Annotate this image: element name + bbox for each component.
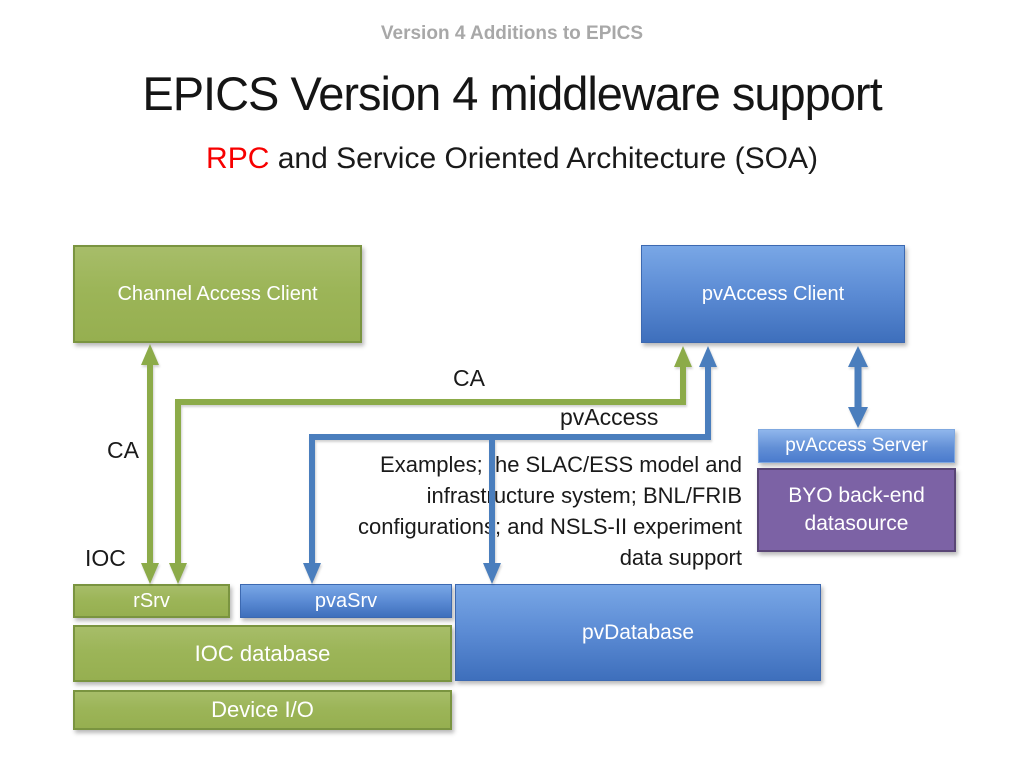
byo-backend-line2: datasource [804, 512, 909, 535]
rsrv-label: rSrv [133, 589, 170, 612]
device-io-label: Device I/O [211, 697, 314, 722]
rsrv-box: rSrv [73, 584, 230, 618]
channel-access-client-label: Channel Access Client [117, 282, 318, 305]
pvdatabase-box: pvDatabase [455, 584, 821, 681]
examples-line-3: configurations; and NSLS-II experiment [358, 514, 742, 539]
examples-line-2: infrastructure system; BNL/FRIB [426, 483, 742, 508]
subtitle-rest: and Service Oriented Architecture (SOA) [269, 142, 818, 175]
page-subtitle: RPC and Service Oriented Architecture (S… [0, 142, 1024, 176]
page-title: EPICS Version 4 middleware support [142, 67, 882, 120]
examples-line-1: Examples; the SLAC/ESS model and [380, 452, 742, 477]
ioc-database-box: IOC database [73, 625, 452, 682]
pvaccess-client-server-double-arrow [848, 346, 868, 428]
device-io-box: Device I/O [73, 690, 452, 730]
ca-client-rsrv-double-arrow [141, 344, 159, 584]
ioc-label: IOC [85, 545, 126, 571]
pvaccess-server-label: pvAccess Server [785, 435, 928, 456]
pvaccess-protocol-label: pvAccess [560, 404, 659, 430]
pvasrv-box: pvaSrv [240, 584, 452, 618]
pvaccess-client-label: pvAccess Client [701, 282, 845, 305]
byo-backend-datasource-box: BYO back-end datasource [757, 468, 956, 552]
pvasrv-label: pvaSrv [314, 589, 378, 612]
slide-header-note: Version 4 Additions to EPICS [380, 23, 644, 44]
pvaccess-server-box: pvAccess Server [758, 429, 955, 463]
pvdatabase-label: pvDatabase [581, 620, 695, 644]
ca-protocol-label-top: CA [453, 365, 485, 391]
pvaccess-client-box: pvAccess Client [641, 245, 905, 343]
ioc-database-label: IOC database [194, 640, 331, 666]
examples-annotation: Examples; the SLAC/ESS model and infrast… [300, 449, 742, 573]
channel-access-client-box: Channel Access Client [73, 245, 362, 343]
ca-protocol-label-left: CA [107, 437, 139, 463]
byo-backend-line1: BYO back-end [788, 484, 925, 507]
subtitle-highlight: RPC [206, 142, 270, 175]
examples-line-4: data support [619, 545, 742, 570]
